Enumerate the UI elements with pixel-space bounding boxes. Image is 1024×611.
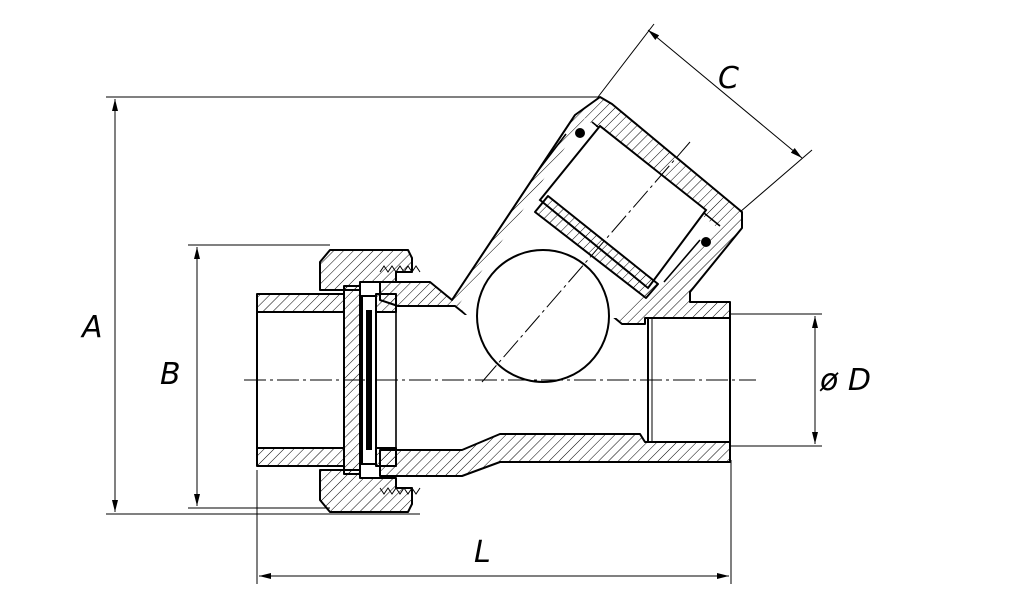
tailpiece-bottom-wall bbox=[256, 447, 345, 467]
dimension-a: A bbox=[80, 96, 600, 515]
branch-inner-wall-left bbox=[451, 114, 576, 301]
tailpiece-top-wall bbox=[256, 293, 345, 313]
screen-seal-left bbox=[533, 133, 567, 177]
dimension-b: B bbox=[160, 244, 330, 509]
dimension-d-label: ø D bbox=[819, 363, 871, 398]
dimension-l-label: L bbox=[474, 535, 491, 570]
dimension-b-label: B bbox=[160, 357, 181, 392]
thread-top bbox=[379, 265, 421, 273]
union-nut bbox=[319, 249, 421, 513]
screen-retaining-ring bbox=[534, 195, 659, 299]
dimension-d: ø D bbox=[730, 313, 871, 447]
check-ball bbox=[476, 249, 610, 383]
branch-axis-centerline bbox=[481, 141, 691, 383]
o-ring-upper bbox=[575, 128, 585, 138]
dimension-a-label: A bbox=[80, 310, 103, 345]
thread-bottom bbox=[379, 487, 421, 495]
strainer-screen bbox=[533, 124, 711, 299]
dimension-c-line bbox=[647, 29, 803, 159]
dimension-l: L bbox=[256, 460, 732, 584]
screen-seal-right bbox=[663, 239, 701, 283]
o-ring-lower bbox=[701, 237, 711, 247]
gasket-upper-ring bbox=[375, 293, 397, 313]
dimension-c: C bbox=[597, 23, 813, 213]
dimension-c-label: C bbox=[718, 61, 739, 96]
dimension-c-extension-top bbox=[597, 23, 655, 98]
gasket-lower-ring bbox=[375, 447, 397, 467]
dimension-c-extension-bottom bbox=[739, 149, 813, 213]
